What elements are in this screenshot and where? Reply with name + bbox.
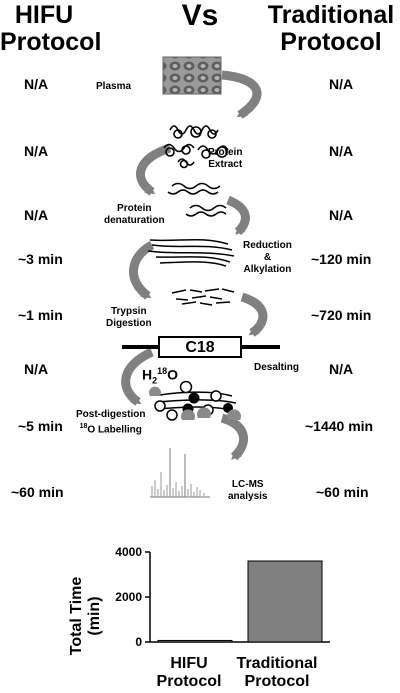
step-protein-denaturation: Protein denaturation [104, 203, 165, 227]
flow-arrow-1 [221, 70, 262, 119]
hifu-value: ~3 min [18, 251, 63, 267]
traditional-value: ~120 min [311, 251, 372, 267]
chart-ylabel: Total Time (min) [14, 530, 154, 693]
category-line: HIFU [170, 655, 208, 672]
traditional-header: Traditional Protocol [262, 2, 400, 56]
step-label-line: denaturation [104, 215, 165, 226]
flow-arrow-7 [220, 413, 248, 461]
step-label-line: Alkylation [243, 264, 292, 275]
hifu-value: ~1 min [18, 307, 63, 323]
bar-hifu [157, 639, 233, 643]
flow-arrow-5 [240, 292, 268, 337]
category-line: Protocol [156, 673, 222, 690]
step-desalting: Desalting [254, 362, 300, 373]
step-trypsin-digestion: Trypsin Digestion [106, 306, 152, 330]
y-tick-label: 2000 [115, 590, 142, 604]
step-post-digestion-labelling: Post-digestion 18O Labelling [76, 409, 145, 436]
step-label-line: Digestion [106, 318, 152, 329]
vs-header: Vs [181, 0, 219, 32]
hifu-value: N/A [24, 361, 49, 377]
water-sub: 2 [152, 375, 158, 386]
hifu-value: ~5 min [18, 418, 63, 434]
workflow-diagram [121, 56, 280, 498]
labelling-molecules [149, 380, 242, 421]
step-label-line: Reduction [243, 240, 292, 251]
water-label: H218O [142, 366, 178, 385]
traditional-value: ~60 min [316, 484, 369, 500]
step-lcms-analysis: LC-MS analysis [228, 479, 267, 503]
step-plasma: Plasma [96, 81, 132, 92]
step-label-line: analysis [228, 491, 268, 502]
flow-arrow-3 [226, 195, 250, 236]
category-line: Protocol [244, 673, 310, 690]
hifu-value: N/A [24, 76, 49, 92]
water-o: O [167, 366, 179, 383]
traditional-header-line2: Protocol [280, 28, 382, 56]
isotope-sup: 18 [79, 423, 88, 430]
step-label-line: Extract [208, 159, 243, 170]
reduced-strands [147, 238, 235, 267]
flow-arrow-6 [121, 347, 154, 406]
y-tick-label: 0 [135, 635, 142, 649]
flow-arrow-4 [129, 241, 155, 300]
traditional-value: ~1440 min [305, 418, 374, 434]
ms-spectrum [150, 448, 210, 498]
denatured-strands [167, 182, 227, 217]
ylabel-line: (min) [86, 596, 103, 636]
traditional-value: N/A [329, 76, 354, 92]
step-label-line: Protein [117, 203, 152, 214]
hifu-value: N/A [24, 143, 49, 159]
step-label-line: LC-MS [231, 479, 264, 490]
chart-category-traditional: Traditional Protocol [222, 655, 332, 691]
step-label-text: O Labelling [87, 424, 142, 436]
step-label-line: 18O Labelling [76, 421, 145, 436]
plasma-image [162, 56, 222, 95]
step-protein-extract: Protein Extract [208, 147, 242, 171]
step-reduction-alkylation: Reduction & Alkylation [243, 240, 292, 276]
traditional-value: N/A [329, 143, 354, 159]
peptide-fragments [171, 288, 235, 306]
category-line: Traditional [236, 655, 318, 672]
step-label-line: Post-digestion [76, 409, 146, 420]
ylabel-rotated: Total Time (min) [68, 577, 104, 656]
water-h: H [142, 366, 153, 383]
chart-category-hifu: HIFU Protocol [140, 655, 238, 691]
protein-extract-coils [163, 125, 229, 169]
hifu-header-line1: HIFU [14, 1, 74, 29]
c18-column: C18 [158, 336, 242, 358]
step-label-line: Protein [208, 147, 243, 158]
hifu-value: ~60 min [11, 484, 64, 500]
hifu-header: HIFU Protocol [0, 1, 102, 56]
traditional-value: N/A [329, 361, 354, 377]
step-label-line: Trypsin [110, 306, 147, 317]
traditional-header-line1: Traditional [267, 1, 395, 29]
bar-traditional [247, 560, 323, 643]
flow-arrow-2 [136, 143, 172, 196]
traditional-value: N/A [329, 207, 354, 223]
total-time-chart: 0 2000 4000 [115, 545, 330, 649]
water-sup: 18 [157, 366, 168, 376]
traditional-value: ~720 min [311, 307, 372, 323]
hifu-header-line2: Protocol [0, 28, 102, 56]
step-label-line: & [263, 252, 272, 263]
y-tick-label: 4000 [115, 545, 142, 559]
hifu-value: N/A [24, 207, 49, 223]
ylabel-line: Total Time [68, 576, 85, 656]
flow-arrows [121, 70, 268, 461]
